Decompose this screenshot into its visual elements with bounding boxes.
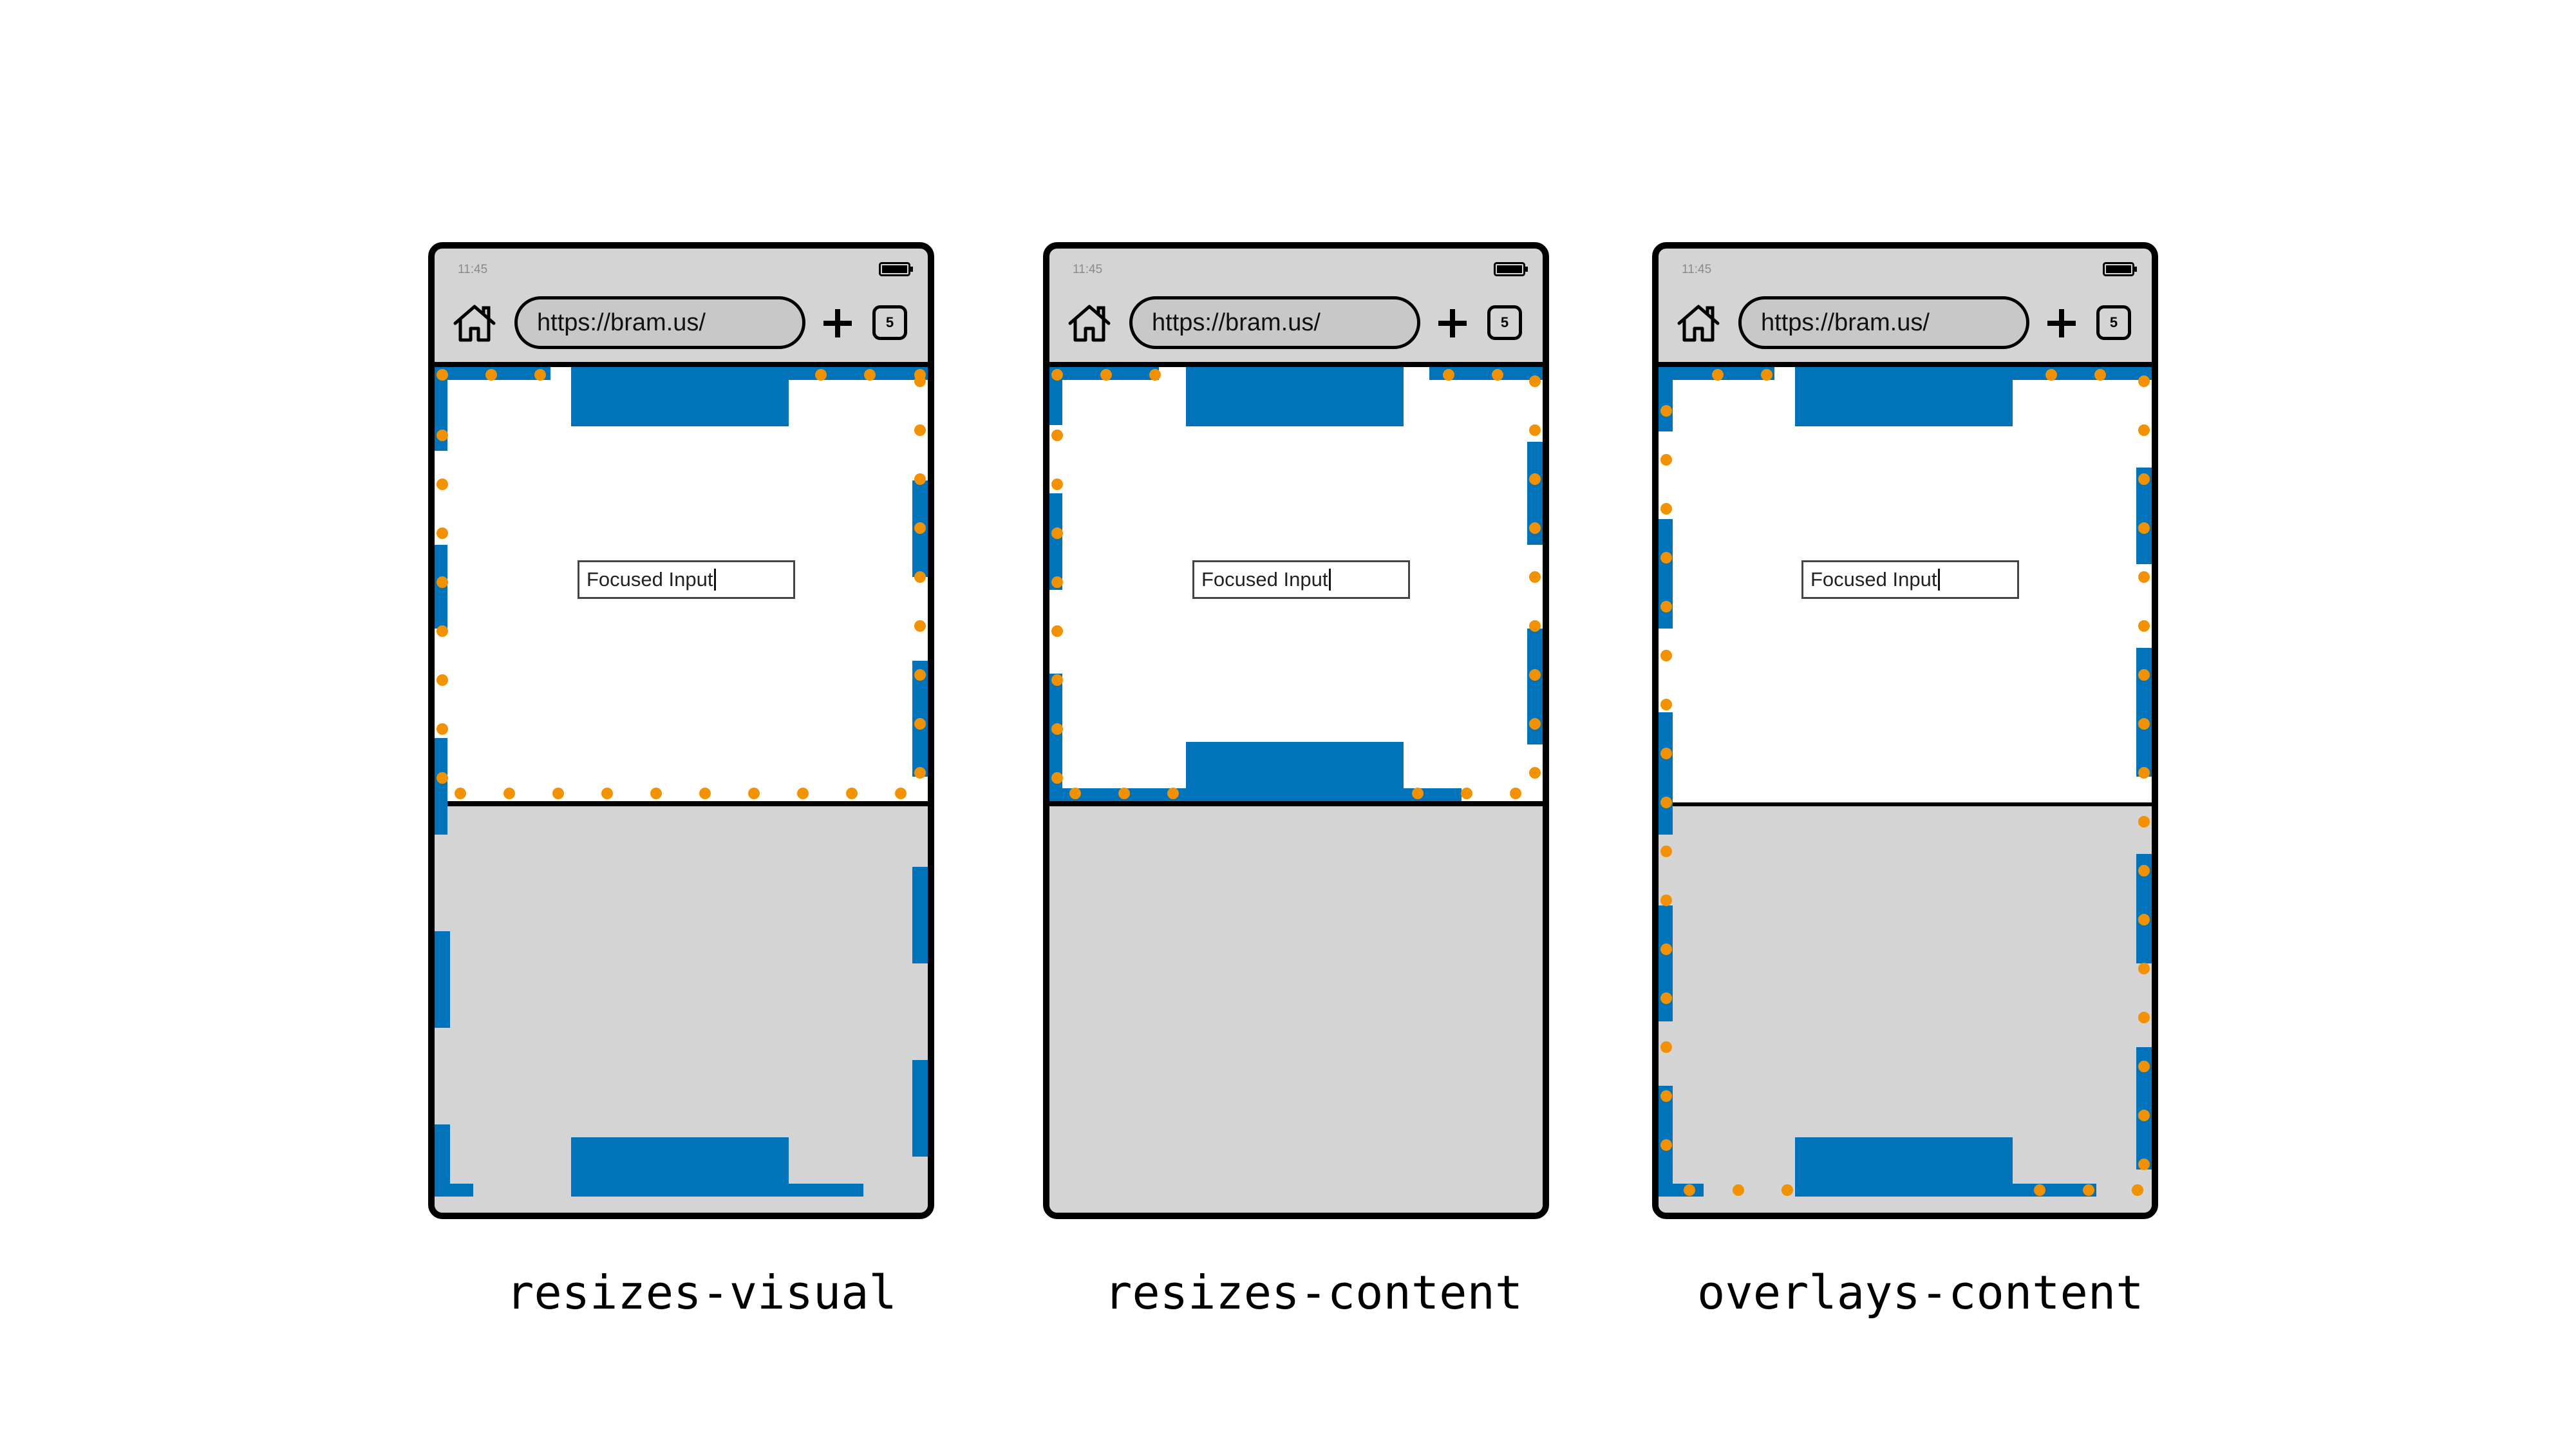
browser-toolbar: https://bram.us/ 5	[435, 285, 928, 362]
page-content: Focused Input	[1659, 362, 2152, 806]
status-time: 11:45	[1073, 263, 1103, 276]
plus-icon[interactable]	[2045, 307, 2078, 340]
url-bar[interactable]: https://bram.us/	[1738, 296, 2029, 349]
browser-toolbar: https://bram.us/ 5	[1049, 285, 1543, 362]
page-content: Focused Input	[1049, 362, 1543, 806]
caption-resizes-visual: resizes-visual	[506, 1265, 897, 1320]
phone-overlays-content: 11:45 https://bram.us/ 5 Focused Input	[1652, 242, 2158, 1219]
status-bar: 11:45	[1049, 249, 1543, 285]
focused-input[interactable]: Focused Input	[1801, 560, 2019, 599]
status-bar: 11:45	[1659, 249, 2152, 285]
keyboard-area	[1049, 806, 1543, 1213]
phone-resizes-content: 11:45 https://bram.us/ 5 Focused Input	[1043, 242, 1549, 1219]
focused-input[interactable]: Focused Input	[578, 560, 795, 599]
keyboard-area	[1659, 806, 2152, 1213]
tab-count-button[interactable]: 5	[2096, 305, 2131, 340]
tab-count-button[interactable]: 5	[872, 305, 907, 340]
home-icon[interactable]	[1675, 303, 1722, 344]
url-bar[interactable]: https://bram.us/	[1129, 296, 1420, 349]
home-icon[interactable]	[1066, 303, 1113, 344]
text-caret	[714, 569, 717, 591]
plus-icon[interactable]	[1436, 307, 1469, 340]
text-caret	[1938, 569, 1941, 591]
focused-input[interactable]: Focused Input	[1192, 560, 1410, 599]
page-content: Focused Input	[435, 362, 928, 806]
battery-icon	[1494, 262, 1528, 276]
text-caret	[1329, 569, 1331, 591]
status-time: 11:45	[1682, 263, 1712, 276]
phone-resizes-visual: 11:45 https://bram.us/ 5 Focused Input	[428, 242, 934, 1219]
input-value: Focused Input	[587, 568, 713, 591]
keyboard-area	[435, 806, 928, 1213]
home-icon[interactable]	[451, 303, 498, 344]
url-bar[interactable]: https://bram.us/	[514, 296, 805, 349]
caption-overlays-content: overlays-content	[1697, 1265, 2144, 1320]
tab-count-button[interactable]: 5	[1487, 305, 1522, 340]
caption-resizes-content: resizes-content	[1104, 1265, 1523, 1320]
status-bar: 11:45	[435, 249, 928, 285]
battery-icon	[2103, 262, 2137, 276]
plus-icon[interactable]	[821, 307, 854, 340]
browser-toolbar: https://bram.us/ 5	[1659, 285, 2152, 362]
status-time: 11:45	[458, 263, 488, 276]
input-value: Focused Input	[1810, 568, 1937, 591]
battery-icon	[879, 262, 913, 276]
input-value: Focused Input	[1201, 568, 1328, 591]
